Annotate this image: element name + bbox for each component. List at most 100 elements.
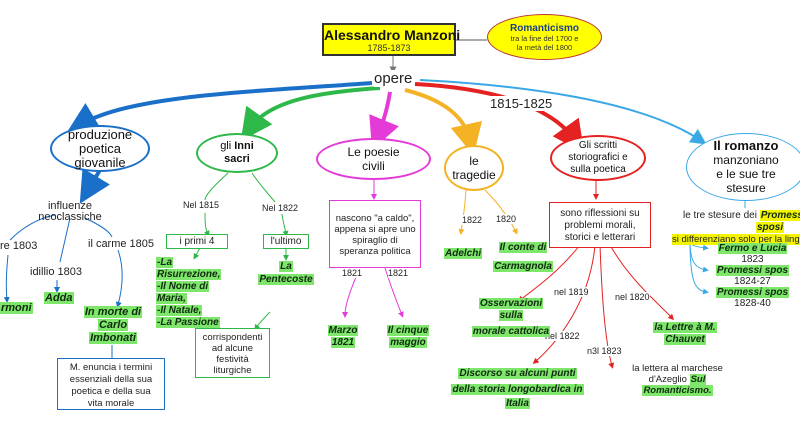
tragedie-year-1: 1822 bbox=[462, 215, 483, 225]
civili-note-box: nascono "a caldo", appena si apre uno sp… bbox=[329, 200, 421, 268]
scritti-n31823: n3l 1823 bbox=[587, 346, 622, 356]
inni-bold1: Inni bbox=[234, 140, 254, 152]
nel1822-label: Nel 1822 bbox=[262, 203, 299, 213]
lettera-azeglio-item: la lettera al marchese d'Azeglio Sul Rom… bbox=[615, 363, 740, 396]
scritti-l1: Gli scritti bbox=[578, 140, 618, 151]
romanticismo-sub2: la metà del 1800 bbox=[516, 42, 573, 52]
stesure-pre: le tre stesure dei bbox=[683, 210, 760, 221]
inni-list-0: -La bbox=[156, 257, 173, 268]
oss-l1: Osservazioni bbox=[478, 298, 544, 309]
ps2-title: Promessi spos bbox=[715, 287, 790, 298]
poetica-note-l3: poetica e della sua bbox=[71, 386, 151, 397]
pentecoste-l2: Pentecoste bbox=[258, 274, 314, 285]
poetica-note-l4: vita morale bbox=[87, 398, 135, 409]
scritti-nel1820: nel 1820 bbox=[615, 292, 650, 302]
corr-l1: corrispondenti bbox=[202, 332, 263, 343]
influenze-label-2: neoclassiche bbox=[38, 211, 102, 223]
corr-l4: liturgiche bbox=[213, 365, 252, 376]
center-node: Alessandro Manzoni 1785-1873 bbox=[322, 23, 461, 56]
stesura-3: Promessi spos 1828-40 bbox=[705, 287, 800, 309]
branch-scritti: Gli scritti storiografici e sulla poetic… bbox=[550, 135, 646, 181]
corr-l2: ad alcune bbox=[211, 343, 254, 354]
cinque-l2: maggio bbox=[389, 337, 427, 348]
adelchi-title: Adelchi bbox=[444, 248, 483, 259]
stesura-2: Promessi spos 1824-27 bbox=[705, 265, 800, 287]
tragedie-l1: le bbox=[469, 154, 479, 168]
ps1-title: Promessi spos bbox=[715, 265, 790, 276]
civili-l2: civili bbox=[362, 159, 385, 173]
discorso-item: Discorso su alcuni punti della storia lo… bbox=[450, 367, 585, 411]
idillio-label: idillio 1803 bbox=[30, 266, 82, 278]
cinque-l1: Il cinque bbox=[386, 325, 430, 336]
scritti-note-l3: storici e letterari bbox=[564, 232, 636, 243]
stesure-hl1: Promessi bbox=[759, 210, 800, 221]
nel1815-label: Nel 1815 bbox=[183, 200, 220, 210]
scritti-l2: storiografici e bbox=[568, 152, 628, 163]
ultimo-label: l'ultimo bbox=[270, 236, 302, 247]
stesure-item: le tre stesure dei Promessi sposi bbox=[683, 210, 800, 234]
inni-list-5: -La Passione bbox=[156, 317, 220, 328]
diff-text: si differenziano solo per la lingua bbox=[672, 234, 800, 245]
primi4-box: i primi 4 bbox=[166, 234, 228, 249]
scritti-note-l2: problemi morali, bbox=[564, 220, 636, 231]
inni-bold2: sacri bbox=[224, 153, 250, 165]
lettre-l2: Chauvet bbox=[664, 334, 706, 345]
morte-l3: Imbonati bbox=[89, 332, 137, 344]
fermo-title: Fermo e Lucia bbox=[717, 243, 788, 254]
cinque-maggio-item: Il cinque maggio bbox=[378, 325, 438, 349]
lett-l2: d'Azeglio bbox=[648, 374, 687, 385]
adelchi-item: Adelchi bbox=[444, 248, 483, 259]
civili-note-l1: nascono "a caldo", bbox=[335, 213, 415, 224]
disc-l2: della storia longobardica in bbox=[451, 384, 584, 395]
opere-label: opere bbox=[374, 70, 413, 87]
center-years: 1785-1873 bbox=[367, 43, 411, 53]
scritti-note-box: sono riflessioni su problemi morali, sto… bbox=[549, 202, 651, 248]
romanzo-l3: e le sue tre bbox=[716, 167, 776, 181]
tragedie-l2: tragedie bbox=[452, 168, 496, 182]
inni-pre: gli bbox=[220, 140, 235, 152]
poetica-l3: giovanile bbox=[74, 154, 126, 170]
inni-list-1: Risurrezione, bbox=[156, 269, 222, 280]
fermo-year: 1823 bbox=[741, 254, 764, 265]
scritti-nel1822: nel 1822 bbox=[545, 331, 580, 341]
inni-list: -La Risurrezione, -Il Nome di Maria, -Il… bbox=[156, 257, 222, 329]
branch-romanzo: Il romanzo manzoniano e le sue tre stesu… bbox=[686, 133, 800, 201]
poetica-l2: poetica bbox=[79, 140, 121, 156]
poetica-l1: produzione bbox=[67, 126, 133, 142]
branch-poesie-civili: Le poesie civili bbox=[316, 138, 431, 180]
conte-item: Il conte di Carmagnola bbox=[492, 238, 554, 276]
marzo-item: Marzo 1821 bbox=[318, 325, 368, 349]
poetica-note-l1: M. enuncia i termini bbox=[69, 362, 153, 373]
inni-list-2: -Il Nome di bbox=[156, 281, 210, 292]
morte-l2: Carlo bbox=[97, 319, 129, 331]
lett-l1: la lettera al marchese bbox=[632, 363, 723, 374]
romanticismo-node: Romanticismo tra la fine del 1700 e la m… bbox=[487, 14, 602, 60]
rmoni-title: rmoni bbox=[0, 302, 33, 314]
differenziano-label: si differenziano solo per la lingua bbox=[672, 234, 800, 245]
scritti-l3: sulla poetica bbox=[570, 164, 626, 175]
ultimo-box: l'ultimo bbox=[263, 234, 309, 249]
civili-year-1: 1821 bbox=[342, 268, 363, 278]
lett-l4: Romanticismo. bbox=[642, 385, 713, 396]
marzo-l2: 1821 bbox=[330, 337, 356, 348]
adda-title: Adda bbox=[44, 292, 74, 304]
lettre-l1: la Lettre à M. bbox=[653, 322, 717, 333]
primi4-label: i primi 4 bbox=[179, 236, 215, 247]
romanticismo-sub1: tra la fine del 1700 e bbox=[510, 33, 579, 43]
corr-l3: festività bbox=[216, 354, 249, 365]
ps1-year: 1824-27 bbox=[734, 276, 771, 287]
e1803-label: re 1803 bbox=[0, 240, 38, 252]
romanticismo-title: Romanticismo bbox=[510, 22, 579, 34]
romanzo-l2: manzoniano bbox=[713, 153, 779, 167]
pentecoste-l1: La bbox=[279, 261, 293, 272]
osservazioni-item: Osservazioni sulla morale cattolica bbox=[466, 298, 556, 338]
influenze-label-1: influenze bbox=[47, 200, 93, 212]
center-title: Alessandro Manzoni bbox=[324, 27, 461, 43]
romanzo-l4: stesure bbox=[726, 181, 766, 195]
adda-item: Adda bbox=[44, 292, 74, 304]
civili-note-l4: speranza politica bbox=[339, 246, 411, 257]
pentecoste-item: La Pentecoste bbox=[255, 260, 317, 286]
stesure-hl2: sposi bbox=[756, 222, 785, 233]
branch-poetica-giovanile: produzione poetica giovanile bbox=[50, 125, 150, 172]
